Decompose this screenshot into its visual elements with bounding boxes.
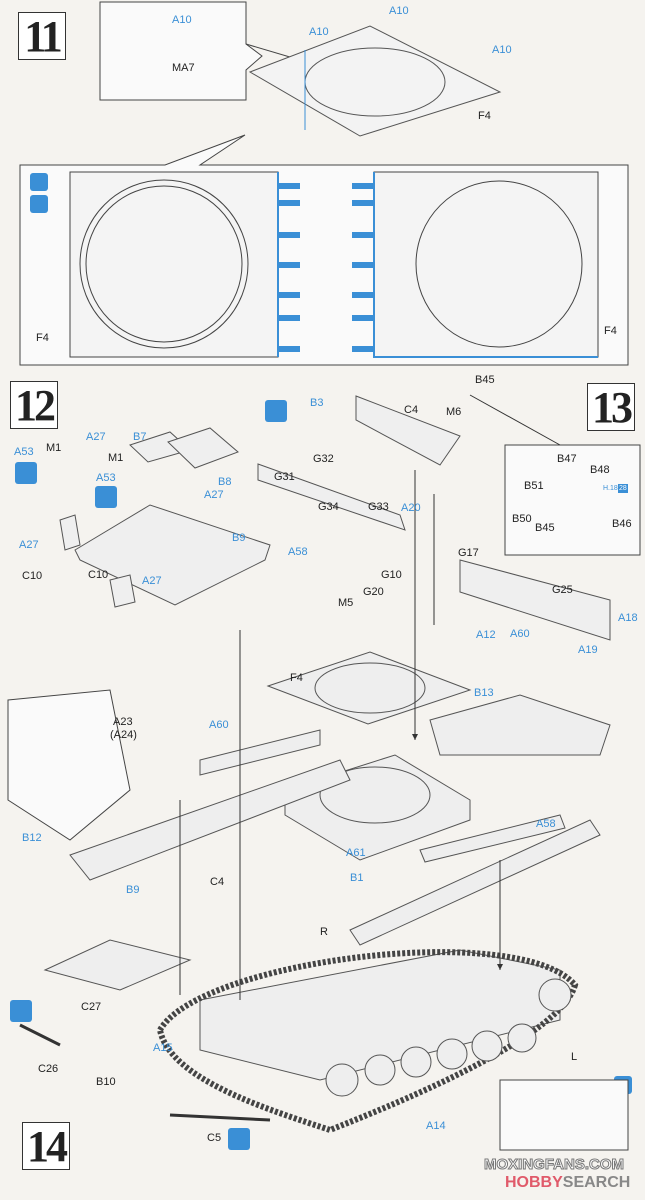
part-label: A10 [172, 14, 192, 26]
part-label: F4 [604, 325, 617, 337]
part-label: G33 [368, 501, 389, 513]
part-label: F4 [478, 110, 491, 122]
part-label: B3 [310, 397, 324, 409]
f4-plate-small [248, 25, 502, 137]
part-label: F4 [36, 332, 49, 344]
part-label: F4 [290, 672, 303, 684]
part-label: C10 [22, 570, 43, 582]
part-label: A60 [510, 628, 530, 640]
part-label: M6 [446, 406, 462, 418]
part-label: M5 [338, 597, 354, 609]
watermark-brand: HOBBYSEARCH [505, 1174, 630, 1192]
part-label: B7 [133, 431, 147, 443]
part-label: C4 [404, 404, 419, 416]
part-label: A58 [536, 818, 556, 830]
part-label: MA7 [172, 62, 195, 74]
part-label: A10 [389, 5, 409, 17]
part-label: (A24) [110, 729, 137, 741]
part-label: C4 [210, 876, 225, 888]
part-label: G20 [363, 586, 384, 598]
paint-code-badge: 28 [618, 484, 628, 493]
part-label: B12 [22, 832, 42, 844]
part-label: C27 [81, 1001, 102, 1013]
part-label: C26 [38, 1063, 59, 1075]
part-label: G25 [552, 584, 573, 596]
step14-assembly [7, 470, 629, 1151]
part-label: B45 [475, 374, 495, 386]
part-label: G17 [458, 547, 479, 559]
part-label: A27 [204, 489, 224, 501]
part-label: G10 [381, 569, 402, 581]
part-label: A14 [426, 1120, 446, 1132]
watermark-brand-b: SEARCH [562, 1174, 631, 1191]
part-label: G32 [313, 453, 334, 465]
part-label: C5 [207, 1132, 222, 1144]
watermark-site: MOXINGFANS.COM [483, 1156, 625, 1174]
part-label: B9 [126, 884, 140, 896]
step-number-13: 13 [587, 383, 635, 432]
part-label: A20 [401, 502, 421, 514]
step-number-11: 11 [18, 12, 66, 61]
part-label: B1 [350, 872, 364, 884]
part-label: A53 [96, 472, 116, 484]
watermark-brand-a: HOBBY [505, 1174, 563, 1191]
part-label: A18 [618, 612, 638, 624]
part-label: A15 [153, 1042, 173, 1054]
part-label: A27 [86, 431, 106, 443]
step11-detail-frame [19, 134, 629, 366]
part-label: B48 [590, 464, 610, 476]
step13-parts [257, 394, 641, 641]
part-label: B46 [612, 518, 632, 530]
part-label: C10 [88, 569, 109, 581]
part-label: R [320, 926, 328, 938]
part-label: A10 [492, 44, 512, 56]
part-label: A60 [209, 719, 229, 731]
part-label: M1 [108, 452, 124, 464]
part-label: B47 [557, 453, 577, 465]
part-label: B50 [512, 513, 532, 525]
part-label: A23 [113, 716, 133, 728]
part-label: A12 [476, 629, 496, 641]
part-label: M1 [46, 442, 62, 454]
step12-hull-plate [59, 427, 271, 608]
part-label: A53 [14, 446, 34, 458]
step-number-12: 12 [10, 381, 58, 430]
part-label: B13 [474, 687, 494, 699]
part-label: B9 [232, 532, 246, 544]
part-label: G34 [318, 501, 339, 513]
part-label: B45 [535, 522, 555, 534]
part-label: B10 [96, 1076, 116, 1088]
part-label: A27 [142, 575, 162, 587]
part-label: G31 [274, 471, 295, 483]
part-label: A61 [346, 847, 366, 859]
step11-callout [99, 1, 301, 101]
part-label: A27 [19, 539, 39, 551]
part-label: L [571, 1051, 578, 1063]
part-label: B51 [524, 480, 544, 492]
part-label: A19 [578, 644, 598, 656]
paint-code: H.18 [603, 485, 618, 492]
part-label: B8 [218, 476, 232, 488]
step-number-14: 14 [22, 1122, 70, 1171]
part-label: A10 [309, 26, 329, 38]
part-label: A58 [288, 546, 308, 558]
